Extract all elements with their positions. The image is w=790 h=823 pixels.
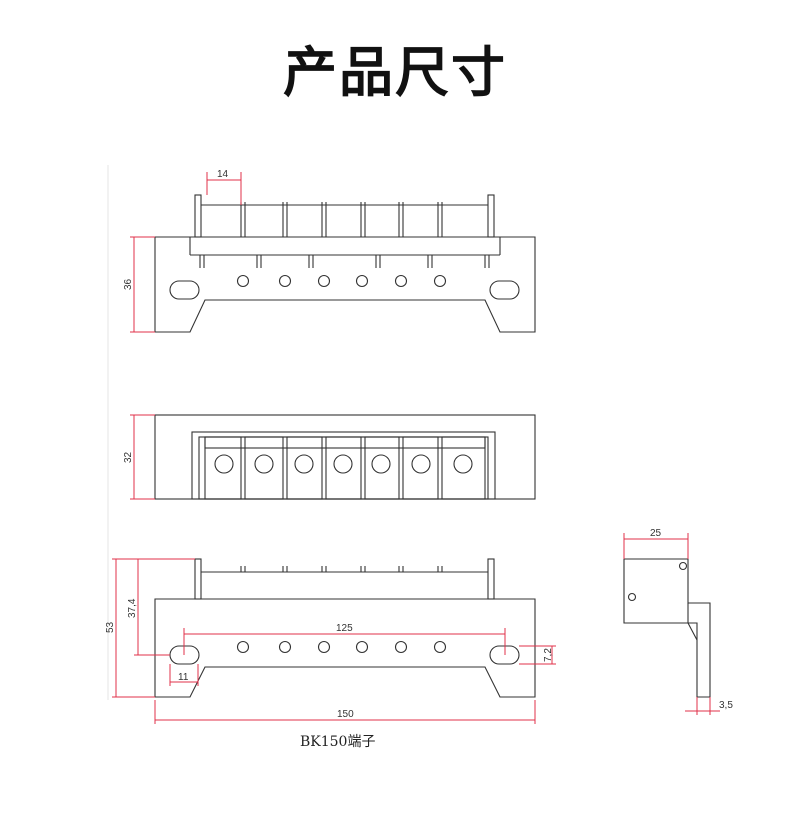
- slot-height-label: 7,2: [543, 648, 554, 662]
- depth-top-label: 32: [123, 451, 134, 463]
- thickness-label: 3,5: [719, 700, 733, 711]
- side-view: [623, 558, 711, 698]
- total-length-label: 150: [337, 709, 354, 720]
- front-dimensioned-view: [154, 558, 536, 698]
- page-title: 产品尺寸: [283, 41, 507, 104]
- height-front-label: 36: [123, 278, 134, 290]
- top-view: [154, 414, 536, 500]
- pitch-label: 14: [217, 169, 229, 180]
- product-caption: BK150端子: [300, 734, 376, 750]
- side-width-label: 25: [650, 528, 662, 539]
- slot-offset-label: 11: [178, 672, 189, 683]
- height-partial-label: 37,4: [127, 598, 138, 618]
- hole-spacing-label: 125: [336, 623, 353, 634]
- front-view: [154, 194, 536, 333]
- height-total-label: 53: [105, 621, 116, 633]
